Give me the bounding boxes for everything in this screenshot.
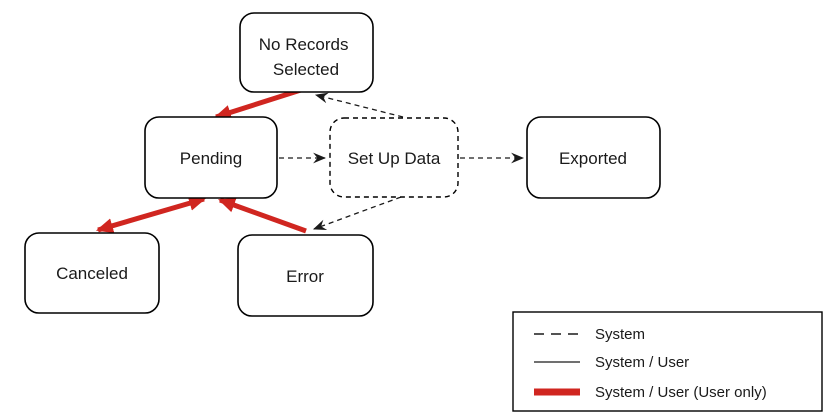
node-no-records-selected-line1: No Records <box>259 35 349 54</box>
edge-pending-canceled-bidirectional <box>95 195 207 234</box>
node-exported-label: Exported <box>559 149 627 168</box>
node-pending-label: Pending <box>180 149 242 168</box>
edge-norecordsselected-to-pending <box>213 86 305 120</box>
node-canceled-label: Canceled <box>56 264 128 283</box>
node-set-up-data: Set Up Data <box>329 117 459 198</box>
node-no-records-selected: No Records Selected <box>239 12 374 93</box>
legend-item-system-user: System / User <box>534 354 689 371</box>
node-set-up-data-label: Set Up Data <box>348 149 441 168</box>
legend-item-system: System <box>534 326 645 343</box>
node-pending: Pending <box>144 116 278 199</box>
edge-setupdata-to-error <box>312 196 402 230</box>
node-no-records-selected-label: No Records Selected <box>259 35 354 79</box>
edge-setupdata-to-norecordsselected <box>314 92 404 118</box>
legend-item-system-user-label: System / User <box>595 354 689 371</box>
node-canceled: Canceled <box>24 232 160 314</box>
legend-item-system-user-user-only: System / User (User only) <box>534 384 767 401</box>
node-exported: Exported <box>526 116 661 199</box>
node-error: Error <box>237 234 374 317</box>
node-no-records-selected-line2: Selected <box>273 60 339 79</box>
legend-item-system-user-user-only-label: System / User (User only) <box>595 384 767 401</box>
edge-error-to-pending <box>218 197 307 234</box>
legend-item-system-label: System <box>595 326 645 343</box>
legend: System System / User System / User (User… <box>512 311 823 412</box>
node-error-label: Error <box>286 267 324 286</box>
